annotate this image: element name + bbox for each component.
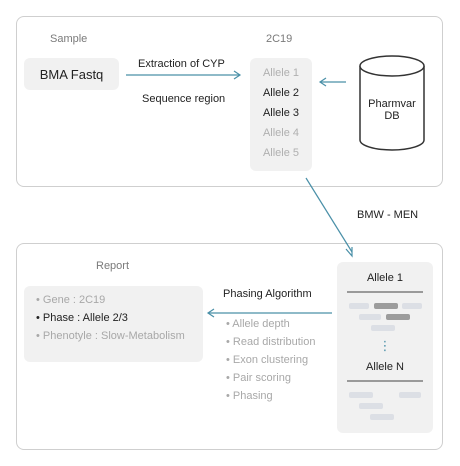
sample-box: BMA Fastq — [24, 58, 119, 90]
gene-label: 2C19 — [266, 33, 293, 45]
connector-label: BMW - MEN — [357, 209, 419, 221]
allele-stack-first: Allele 1 — [366, 272, 404, 284]
allele-item: Allele 4 — [262, 127, 300, 139]
report-item: • Phenotyle : Slow-Metabolism — [36, 330, 185, 342]
algorithm-step: • Pair scoring — [226, 372, 291, 384]
allele-stack-ellipsis: ⋮ — [378, 338, 392, 353]
algorithm-step: • Phasing — [226, 390, 273, 402]
database-label-line1: Pharmvar — [368, 98, 416, 110]
allele-stack-bottom-rule — [347, 380, 423, 382]
algorithm-step: • Read distribution — [226, 336, 316, 348]
allele-stack-top-rule — [347, 291, 423, 293]
read-bar — [359, 314, 381, 320]
database-icon — [359, 55, 425, 151]
algorithm-step: • Exon clustering — [226, 354, 309, 366]
read-bar — [370, 414, 394, 420]
arrow-head — [345, 247, 353, 258]
arrow-head — [233, 70, 242, 80]
report-items: • Gene : 2C19 • Phase : Allele 2/3 • Pheno… — [24, 286, 203, 362]
allele-item: Allele 1 — [262, 67, 300, 79]
sample-label: Sample — [50, 33, 88, 45]
read-bar — [349, 303, 369, 309]
arrow-head — [318, 77, 327, 87]
allele-item: Allele 2 — [262, 87, 300, 99]
report-item: • Gene : 2C19 — [36, 294, 106, 306]
allele-stack-last: Allele N — [366, 361, 404, 373]
read-bar — [371, 325, 395, 331]
read-bar — [399, 392, 421, 398]
sample-box-label: BMA Fastq — [39, 67, 104, 82]
algorithm-label: Phasing Algorithm — [223, 288, 312, 300]
extraction-label: Extraction of CYP — [138, 58, 225, 70]
read-bar — [359, 403, 383, 409]
algorithm-step: • Allele depth — [226, 318, 290, 330]
steps-list: • Allele depth • Read distribution • Exon … — [216, 318, 334, 413]
read-bar — [402, 303, 422, 309]
read-bar — [386, 314, 410, 320]
read-bar — [374, 303, 398, 309]
allele-list: Allele 1 Allele 2 Allele 3 Allele 4 Allele 5 — [250, 58, 312, 171]
read-bar — [349, 392, 373, 398]
report-item: • Phase : Allele 2/3 — [36, 312, 128, 324]
arrow-head — [206, 308, 215, 318]
sequence-region-label: Sequence region — [142, 93, 226, 105]
allele-stack: Allele 1 ⋮ Allele N — [337, 262, 433, 433]
report-label: Report — [96, 260, 130, 272]
allele-list-inner: Allele 1 Allele 2 Allele 3 Allele 4 Allele 5 — [250, 58, 312, 171]
database-label-line2: DB — [384, 110, 400, 122]
report-box: • Gene : 2C19 • Phase : Allele 2/3 • Pheno… — [24, 286, 203, 362]
arrow-allele-to-stack — [305, 177, 353, 253]
allele-item: Allele 5 — [262, 147, 300, 159]
allele-item: Allele 3 — [262, 107, 300, 119]
